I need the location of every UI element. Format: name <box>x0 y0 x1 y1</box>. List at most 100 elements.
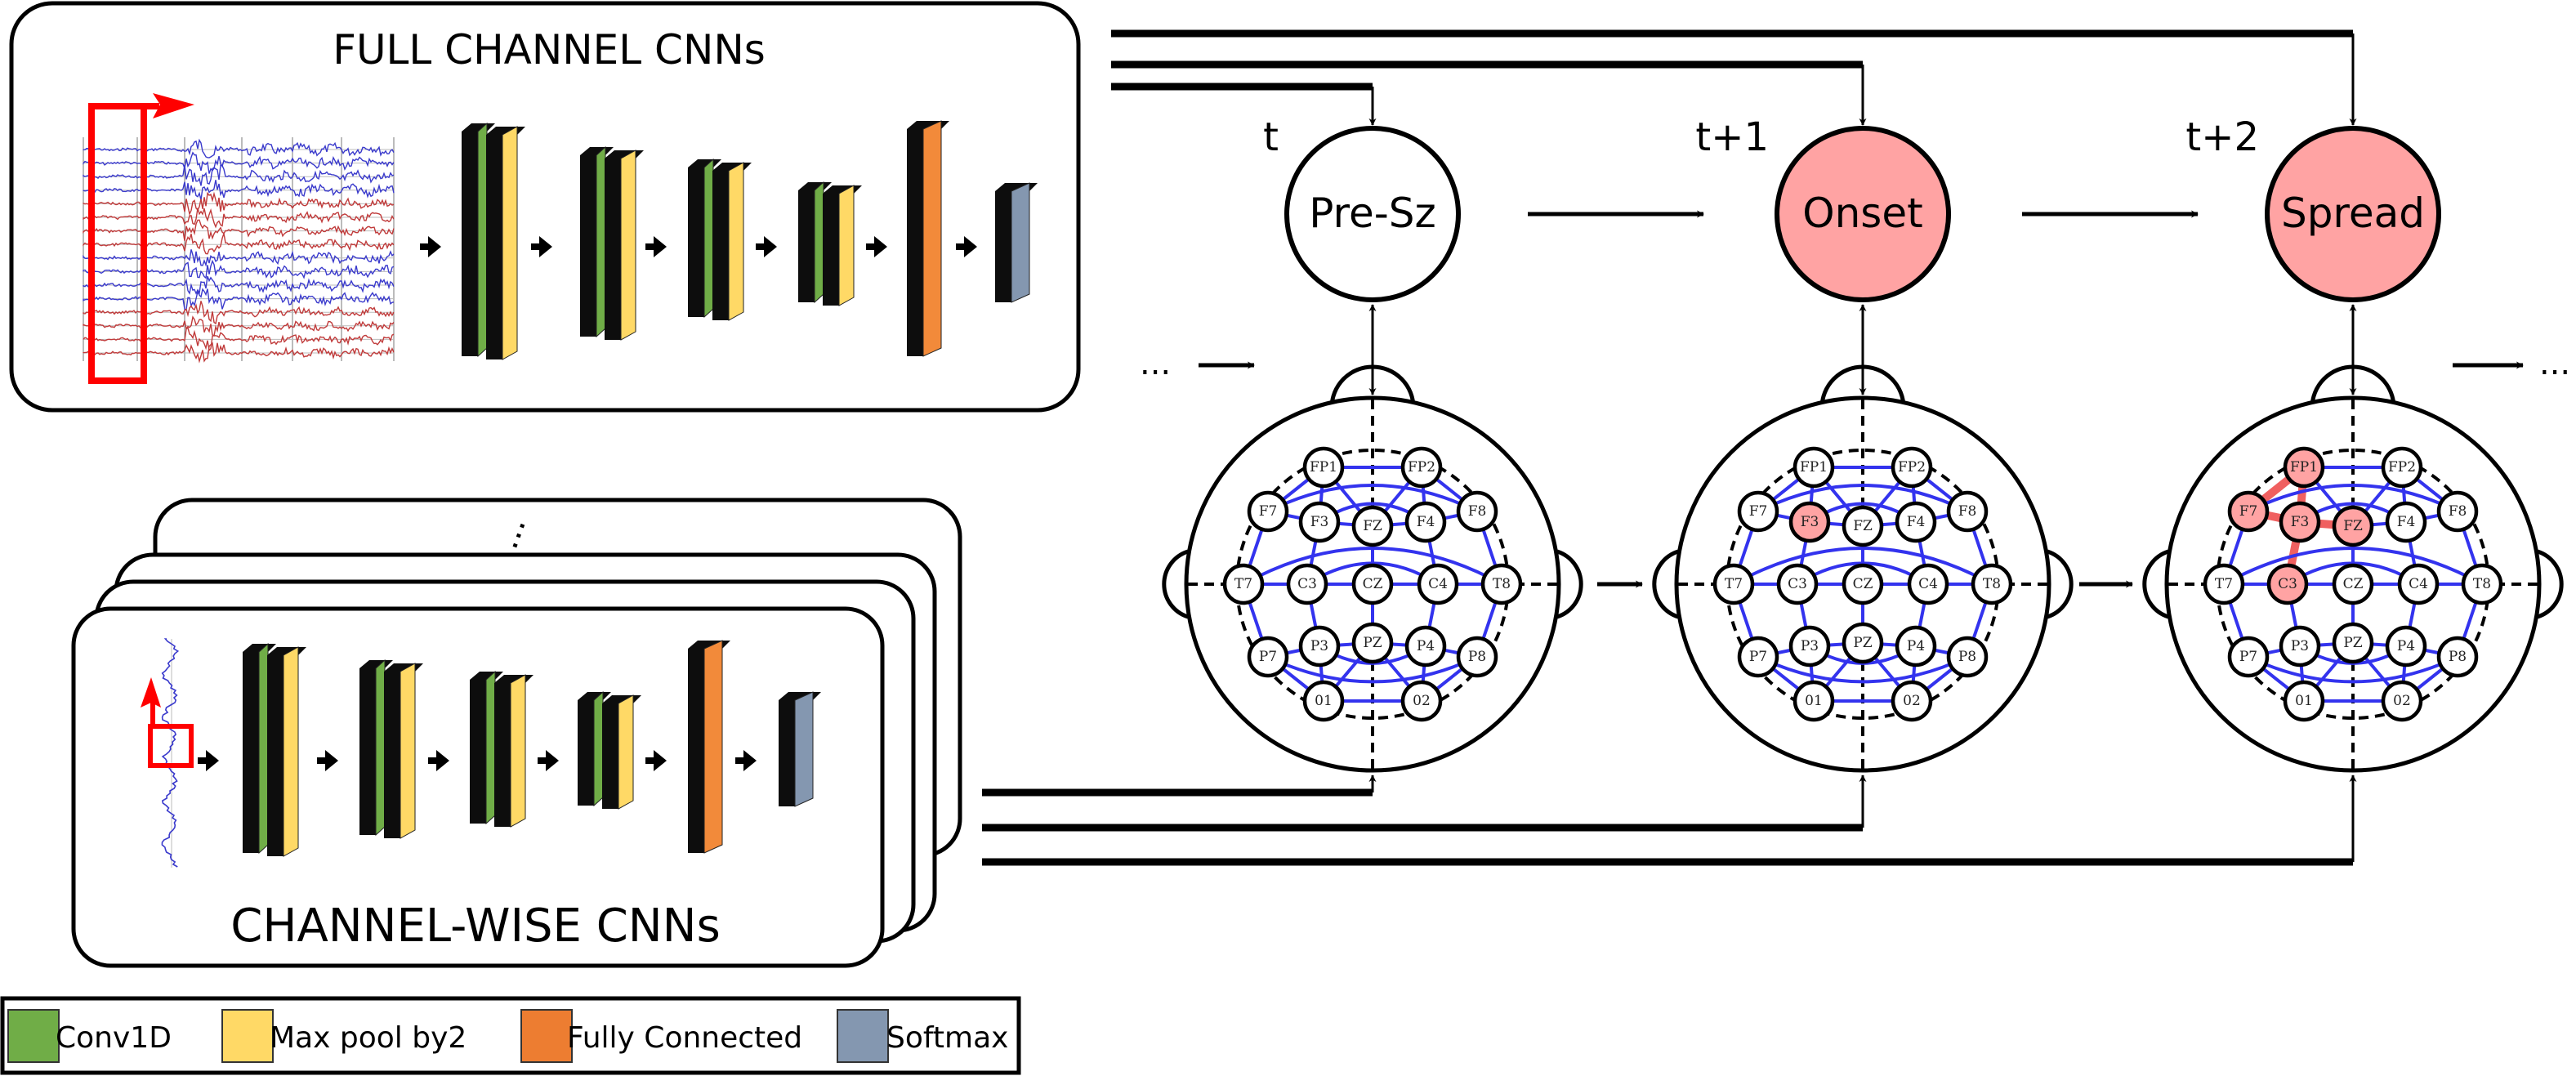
layer-color-face <box>1011 182 1030 303</box>
channel-wise-cnn-layers <box>198 640 821 857</box>
electrode-c4: C4 <box>2397 563 2440 605</box>
electrode-label: F4 <box>2397 514 2416 530</box>
channel-window-box <box>148 724 194 768</box>
nose-shape <box>2310 364 2396 409</box>
electrode-label: P3 <box>2291 638 2309 654</box>
electrode-node <box>2381 680 2423 722</box>
layer-side-face <box>486 135 502 359</box>
electrode-node <box>2279 625 2321 667</box>
electrode-label: C4 <box>1428 576 1448 592</box>
layer-color-face <box>596 145 606 338</box>
electrode-node <box>1456 636 1498 678</box>
electrode-node <box>2203 563 2245 605</box>
electrode-label: FP2 <box>1408 459 1435 475</box>
eeg-channel-trace <box>83 191 395 217</box>
electrode-label: P7 <box>2239 649 2257 665</box>
electrode-node <box>2397 563 2440 605</box>
eeg-channel-trace <box>83 301 395 325</box>
conv1d-block <box>688 158 721 319</box>
eeg-channel-trace <box>83 249 395 267</box>
electrode-node <box>1891 446 1933 489</box>
flow-arrow-icon <box>645 750 667 771</box>
time-step-label: t <box>1263 114 1279 160</box>
electrode-p4: P4 <box>1404 625 1447 667</box>
layer-side-face <box>494 683 511 827</box>
electrode-label: FP2 <box>1898 459 1926 475</box>
state-node <box>1284 126 1461 302</box>
softmax-block <box>779 691 821 807</box>
electrode-node <box>2436 636 2479 678</box>
layer-conv-pool <box>462 122 525 360</box>
layer-color-face <box>703 158 714 319</box>
electrode-node <box>2279 501 2321 543</box>
eeg-channel-trace <box>83 233 395 255</box>
electrode-node <box>1417 563 1459 605</box>
electrode-label: CZ <box>2343 576 2364 592</box>
legend-label: Fully Connected <box>567 1021 802 1055</box>
electrode-node <box>2461 563 2503 605</box>
layer-color-face <box>283 646 299 857</box>
electrode-node <box>2381 446 2423 489</box>
electrode-edge <box>1757 484 1968 513</box>
electrode-node <box>1247 636 1289 678</box>
trailing-ellipsis: ... <box>2539 345 2570 382</box>
channel-window-marker <box>141 677 194 768</box>
electrode-label: P8 <box>2449 649 2467 665</box>
layer-conv-pool <box>688 158 752 321</box>
electrode-label: FP1 <box>1800 459 1828 475</box>
maxpool-block <box>494 674 534 828</box>
electrode-label: T8 <box>1983 576 2001 592</box>
electrode-node <box>1222 563 1265 605</box>
electrode-label: FZ <box>2343 518 2363 534</box>
electrode-f7: F7 <box>2227 490 2270 533</box>
layer-color-face <box>794 691 814 807</box>
electrode-label: 01 <box>1805 693 1823 709</box>
eeg-channel-trace <box>83 164 395 186</box>
electrode-node <box>1737 636 1779 678</box>
state-node <box>2265 126 2441 302</box>
electrode-f4: F4 <box>1895 501 1937 543</box>
electrode-p8: P8 <box>1946 636 1989 678</box>
electrode-node <box>2385 625 2427 667</box>
flow-arrow-icon <box>428 750 449 771</box>
full-channel-output-wires <box>1111 29 2357 126</box>
electrode-label: 02 <box>1413 693 1431 709</box>
electrode-label: FZ <box>1853 518 1873 534</box>
eeg-channel-trace <box>83 315 395 337</box>
right-ear-shape <box>2537 549 2564 619</box>
electrode-node <box>1776 563 1819 605</box>
electrode-cz: CZ <box>1351 563 1394 605</box>
electrode-edge <box>2223 547 2483 586</box>
flow-arrow-icon <box>866 236 887 257</box>
legend-label: Softmax <box>886 1021 1008 1055</box>
electrode-label: P4 <box>1907 638 1925 654</box>
single-channel-trace <box>161 638 180 868</box>
layer-fc <box>688 640 730 854</box>
electrode-01: 01 <box>1302 680 1345 722</box>
electrode-node <box>1298 501 1341 543</box>
layer-color-face <box>703 640 723 854</box>
electrode-node <box>1792 680 1835 722</box>
electrode-01: 01 <box>1792 680 1835 722</box>
eeg-channel-trace <box>83 219 395 241</box>
electrode-node <box>1351 563 1394 605</box>
electrode-f4: F4 <box>2385 501 2427 543</box>
conv1d-block <box>359 659 393 837</box>
legend-swatch <box>7 1009 60 1063</box>
electrode-p8: P8 <box>2436 636 2479 678</box>
electrode-node <box>1842 622 1884 664</box>
layer-conv-pool <box>243 642 306 857</box>
electrode-label: FP2 <box>2388 459 2416 475</box>
maxpool-block <box>823 185 862 306</box>
electrode-node <box>1712 563 1755 605</box>
electrode-label: P4 <box>2397 638 2415 654</box>
electrode-label: C3 <box>1788 576 1807 592</box>
channel-wise-panel-stack: ... CHANNEL-WISE CNNs <box>71 498 962 968</box>
channel-wise-title: CHANNEL-WISE CNNs <box>230 900 721 953</box>
legend-label: Conv1D <box>56 1021 172 1055</box>
electrode-node <box>1351 622 1394 664</box>
flow-arrow-icon <box>645 236 667 257</box>
